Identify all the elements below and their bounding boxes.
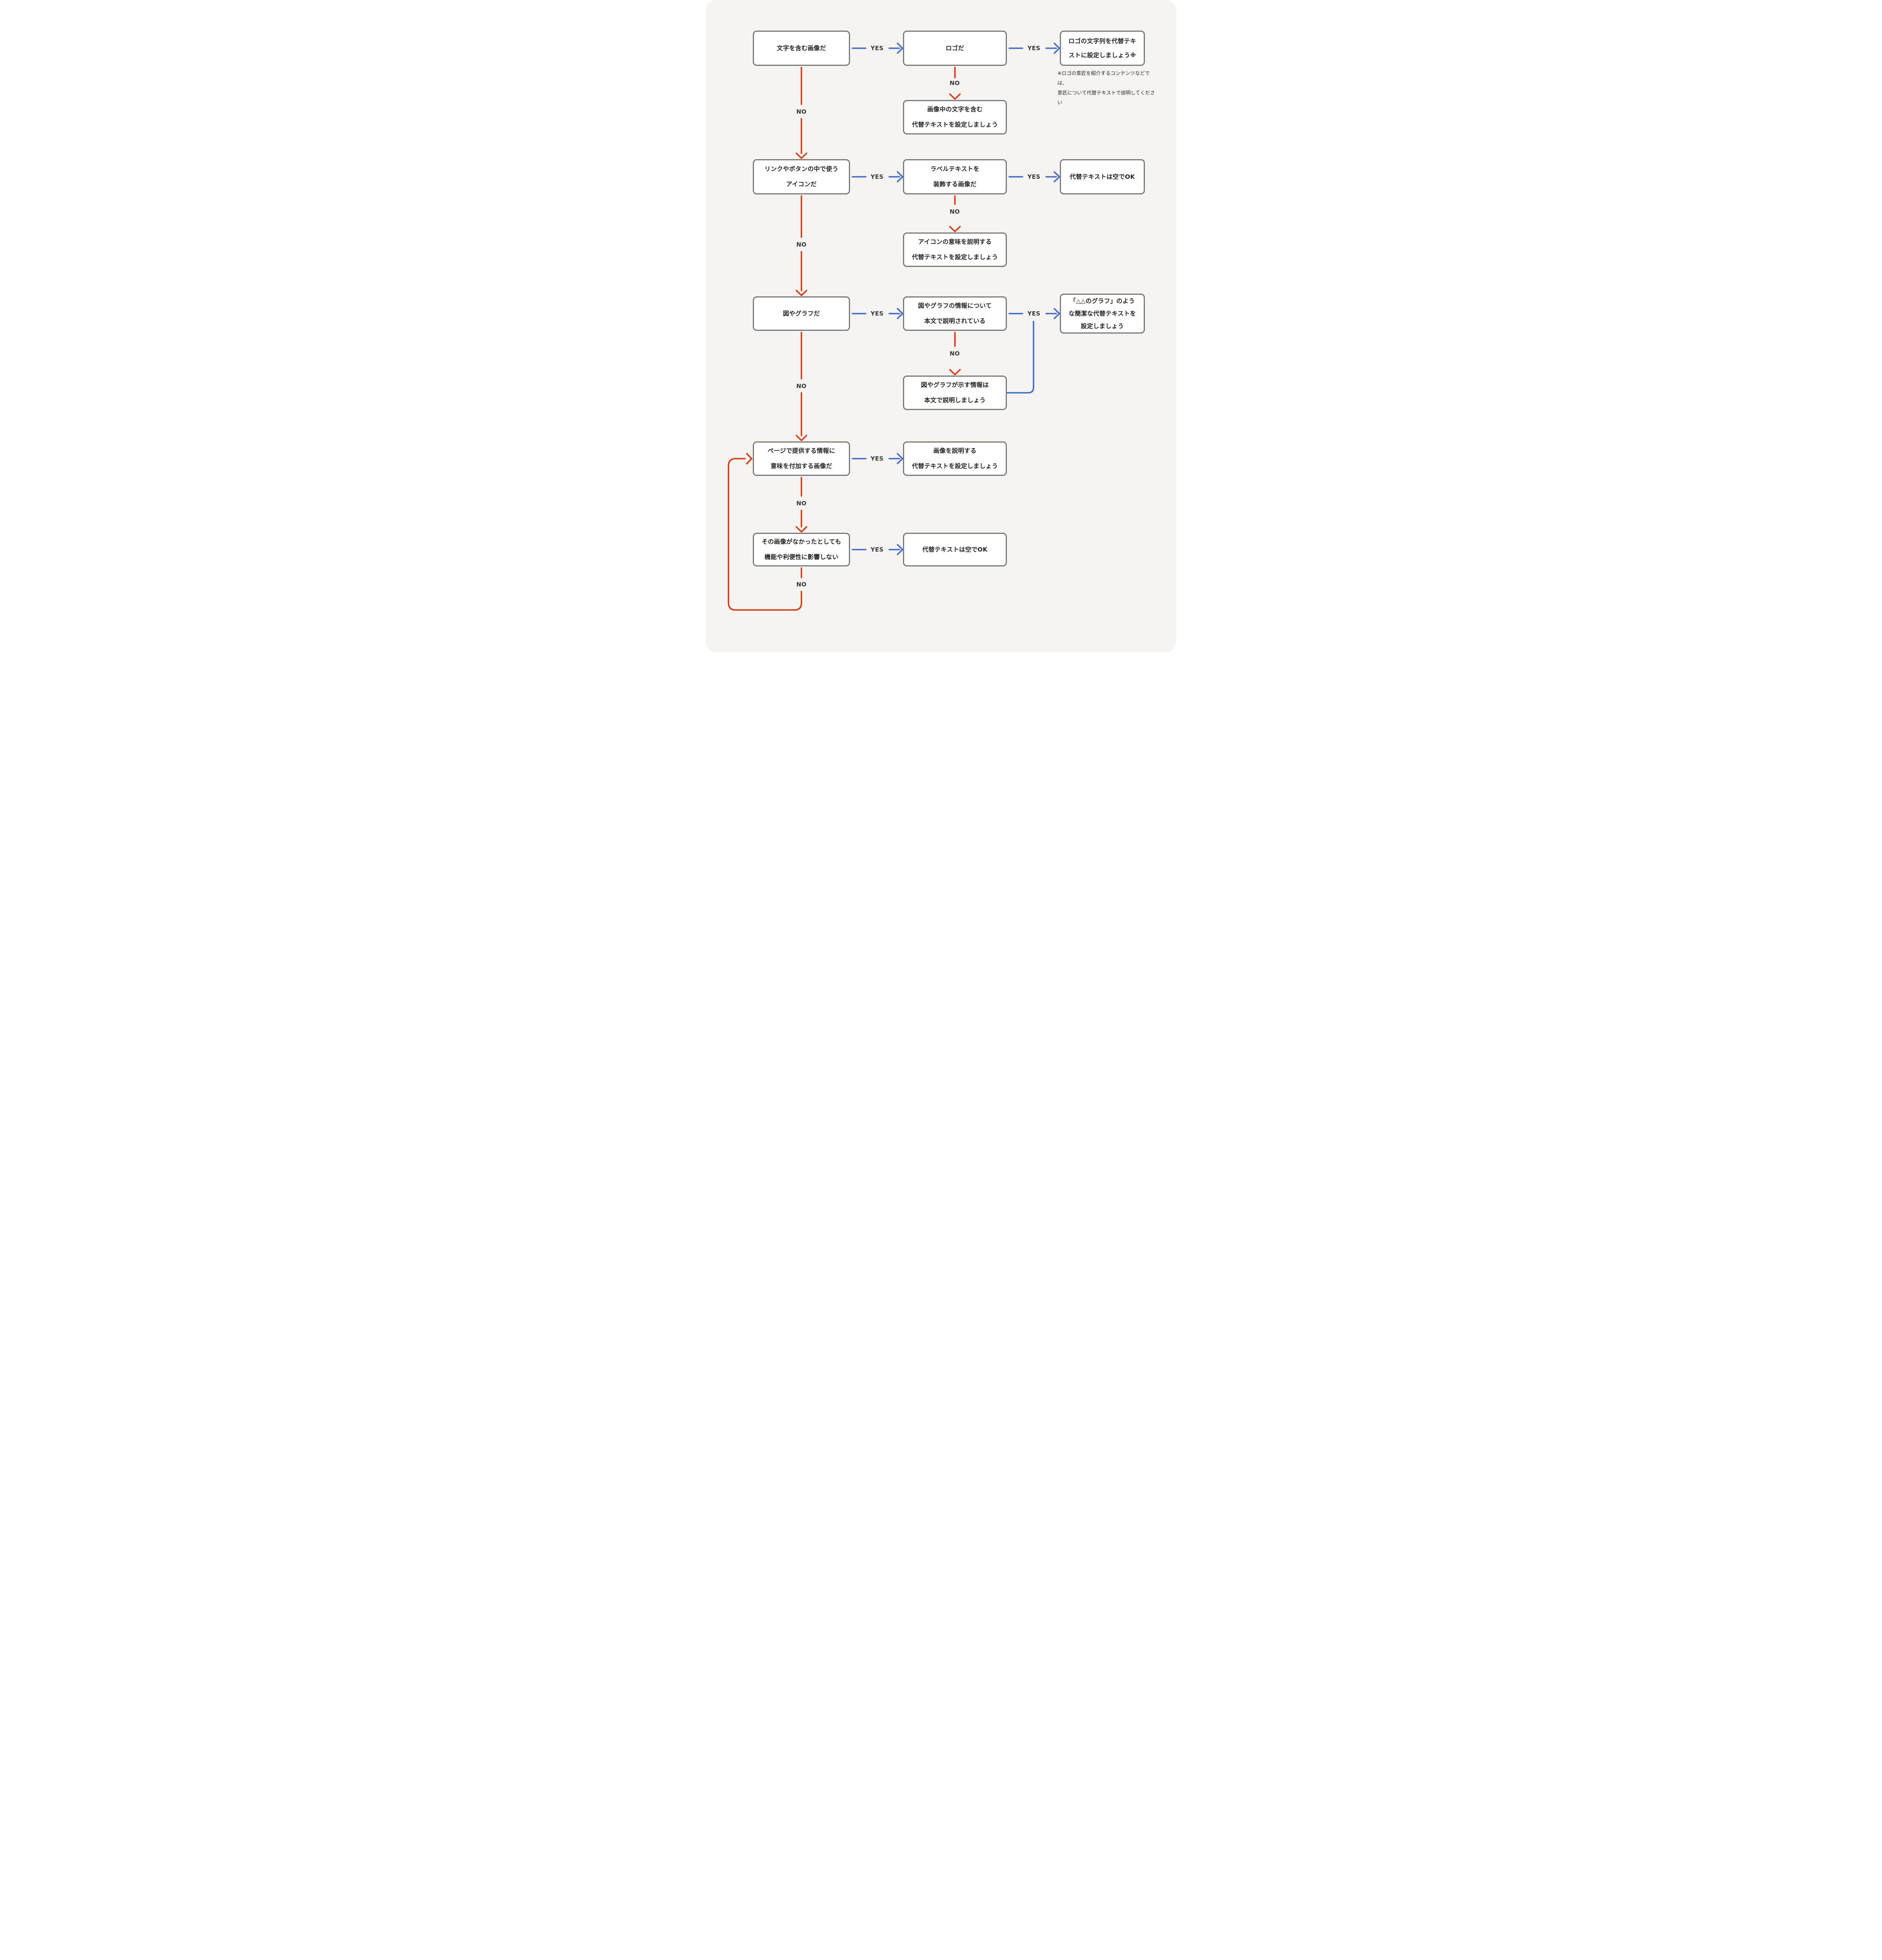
logo-footnote: ※ロゴの意匠を紹介するコンテンツなどでは、 意匠について代替テキストで説明してく… (1057, 70, 1155, 105)
yes-label: YES (870, 546, 884, 553)
node-set-describing-alt: 画像を説明する 代替テキストを設定しましょう (903, 441, 1007, 476)
node-empty-alt-ok-icon: 代替テキストは空でOK (1060, 159, 1145, 194)
node-explained-in-body-text: 図やグラフの情報について 本文で説明されている (903, 296, 1007, 331)
no-label: NO (949, 80, 960, 87)
no-loop-back (728, 453, 802, 611)
node-icon-in-link-or-button: リンクやボタンの中で使う アイコンだ (753, 159, 850, 194)
yes-arrow-icon (888, 42, 903, 54)
yes-label: YES (870, 455, 884, 462)
no-label: NO (796, 581, 807, 588)
node-set-logo-string-alt: ロゴの文字列を代替テキ ストに設定しましょう※ (1060, 31, 1145, 66)
no-label: NO (796, 500, 807, 507)
yes-label: YES (1027, 173, 1041, 180)
no-label: NO (796, 383, 807, 390)
no-label: NO (949, 208, 960, 215)
yes-label: YES (1027, 310, 1041, 317)
no-label: NO (796, 108, 807, 115)
yes-label: YES (870, 45, 884, 52)
node-set-concise-alt: 「△△のグラフ」のよう な簡潔な代替テキストを 設定しましょう (1060, 294, 1145, 334)
node-explain-in-body-text: 図やグラフが示す情報は 本文で説明しましょう (903, 376, 1007, 410)
no-label: NO (796, 241, 807, 248)
yes-label: YES (870, 310, 884, 317)
node-is-figure-or-chart: 図やグラフだ (753, 296, 850, 331)
node-decorates-label-text: ラベルテキストを 装飾する画像だ (903, 159, 1007, 194)
yes-merge-elbow (1006, 321, 1034, 394)
node-empty-alt-ok: 代替テキストは空でOK (903, 533, 1007, 566)
connector-lines (728, 42, 1060, 611)
node-set-icon-meaning-alt: アイコンの意味を説明する 代替テキストを設定しましょう (903, 232, 1007, 267)
node-is-logo: ロゴだ (903, 31, 1007, 66)
node-set-image-text-alt: 画像中の文字を含む 代替テキストを設定しましょう (903, 100, 1007, 134)
no-label: NO (949, 350, 960, 357)
node-contains-text-image: 文字を含む画像だ (753, 31, 850, 66)
flowchart-canvas: 文字を含む画像だ ロゴだ ロゴの文字列を代替テキ ストに設定しましょう※ 画像中… (706, 0, 1176, 652)
node-adds-meaning-to-page: ページで提供する情報に 意味を付加する画像だ (753, 441, 850, 476)
yes-label: YES (1027, 45, 1041, 52)
node-no-impact-if-missing: その画像がなかったとしても 機能や利便性に影響しない (753, 533, 850, 566)
yes-label: YES (870, 173, 884, 180)
